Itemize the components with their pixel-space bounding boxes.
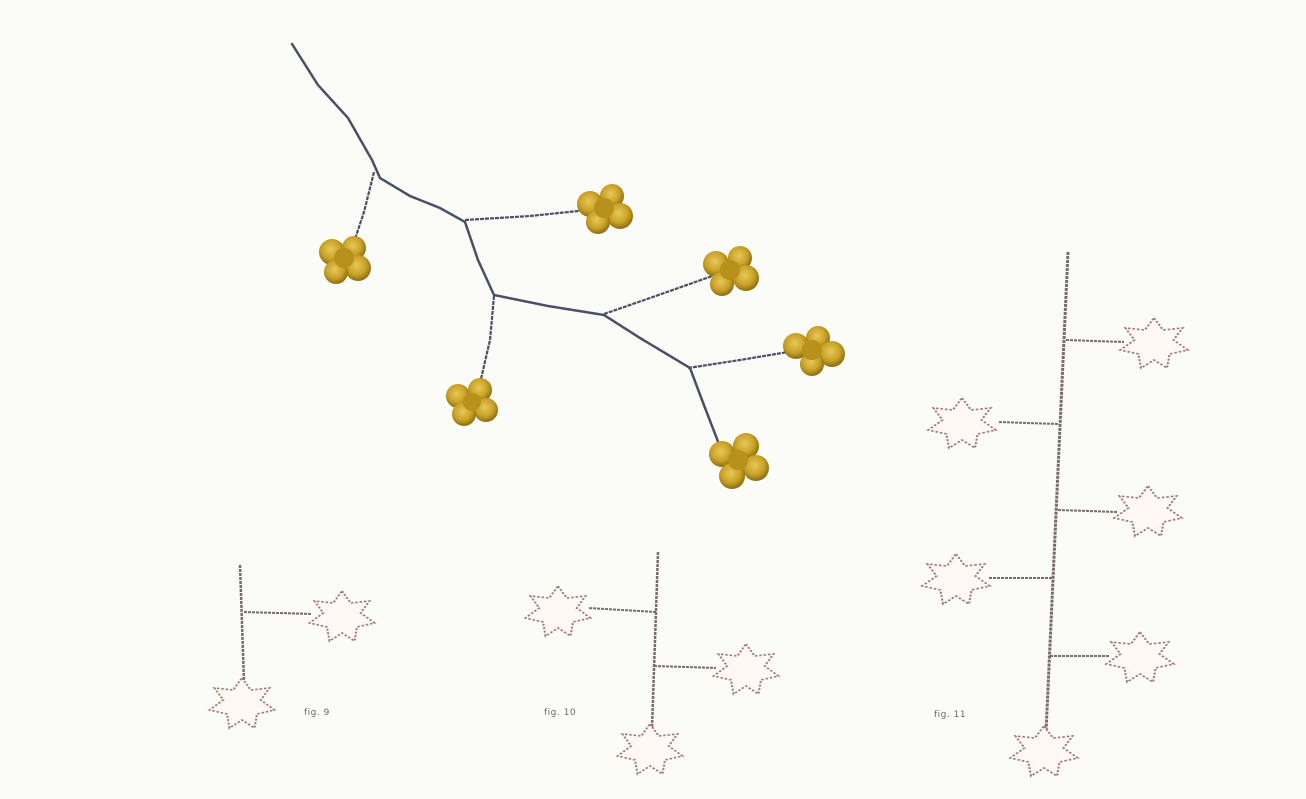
fig11-star-bottom [1010,726,1078,776]
fig9-caption: fig. 9 [304,708,330,718]
fig10-star-bottom [618,724,683,774]
pattern-chart-fig-9 [210,565,375,728]
fig10-branch-left [588,608,656,612]
sprig-branch-right-middle [688,350,800,368]
gold-flower [703,246,759,296]
gold-flower [319,236,371,284]
fig9-star-right [310,591,375,641]
fig9-stem [240,565,244,682]
sprig-branch-left-lower [478,296,494,392]
gold-flower [783,326,845,376]
fig11-star-l2 [922,554,990,604]
fig10-stem [652,552,658,728]
fig11-star-r1 [1120,318,1188,368]
fig11-star-l1 [928,398,996,448]
fig10-branch-right [654,666,716,668]
fig10-star-left [526,586,591,636]
fig10-caption: fig. 10 [544,708,576,718]
pattern-chart-fig-11 [922,252,1188,776]
fig11-star-r3 [1106,632,1174,682]
fig11-branch-r1 [1066,340,1124,342]
fig9-star-bottom [210,678,275,728]
gold-flower [577,184,633,234]
pattern-chart-fig-10 [526,552,779,774]
gold-flower [446,378,498,426]
fig11-caption: fig. 11 [934,710,966,720]
gold-flower-sprig [292,44,845,489]
sprig-branch-top-right [465,210,588,220]
fig11-branch-r2 [1058,510,1118,512]
sprig-branch-right-upper [604,274,718,314]
fig10-star-right [714,644,779,694]
fig11-star-r2 [1114,486,1182,536]
fig11-stem [1046,252,1068,732]
fig11-branch-l1 [998,422,1058,424]
fig9-branch [244,612,312,614]
